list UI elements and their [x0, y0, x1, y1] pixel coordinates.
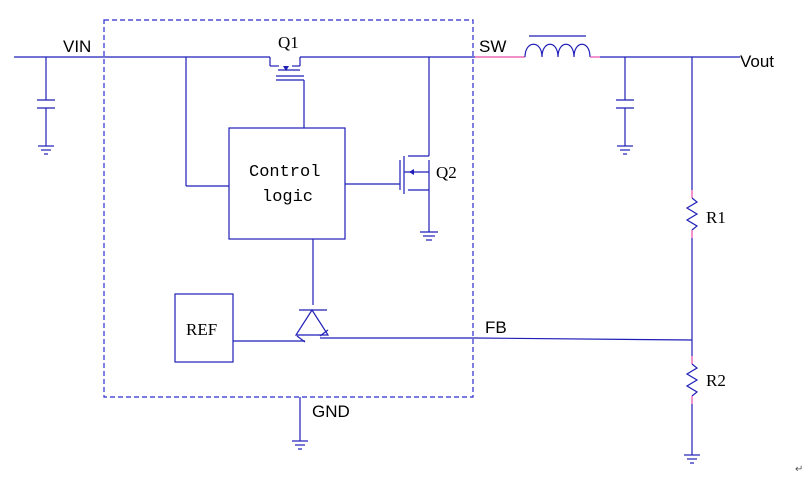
ground-icon — [292, 440, 308, 450]
return-mark: ↵ — [795, 464, 803, 475]
control-logic-block — [228, 127, 346, 240]
control-logic-label-line2: logic — [262, 188, 313, 207]
output-capacitor — [616, 57, 634, 146]
vin-to-control-wire — [185, 57, 229, 187]
q1-label: Q1 — [278, 33, 299, 52]
ground-icon — [38, 145, 54, 155]
r1-label: R1 — [706, 208, 726, 227]
ref-block — [174, 293, 234, 363]
q2-label: Q2 — [436, 163, 457, 182]
vout-label: Vout — [740, 52, 774, 71]
fb-label: FB — [485, 318, 507, 337]
r2-resistor — [685, 340, 699, 455]
q1-transistor — [269, 57, 305, 128]
control-logic-label-line1: Control — [249, 163, 320, 182]
sw-label: SW — [479, 37, 506, 56]
comparator-symbol — [294, 308, 330, 343]
ground-icon — [684, 454, 700, 464]
q2-transistor — [399, 57, 430, 232]
vin-label: VIN — [63, 37, 91, 56]
feedback-wire — [320, 337, 693, 341]
ref-label: REF — [186, 320, 217, 339]
ground-icon — [617, 145, 633, 155]
ic-boundary — [103, 19, 474, 398]
gnd-label: GND — [312, 402, 350, 421]
inductor-coil — [524, 35, 600, 58]
input-capacitor — [37, 57, 55, 146]
ground-icon — [420, 231, 438, 241]
r2-label: R2 — [706, 371, 726, 390]
r1-resistor — [685, 57, 699, 340]
